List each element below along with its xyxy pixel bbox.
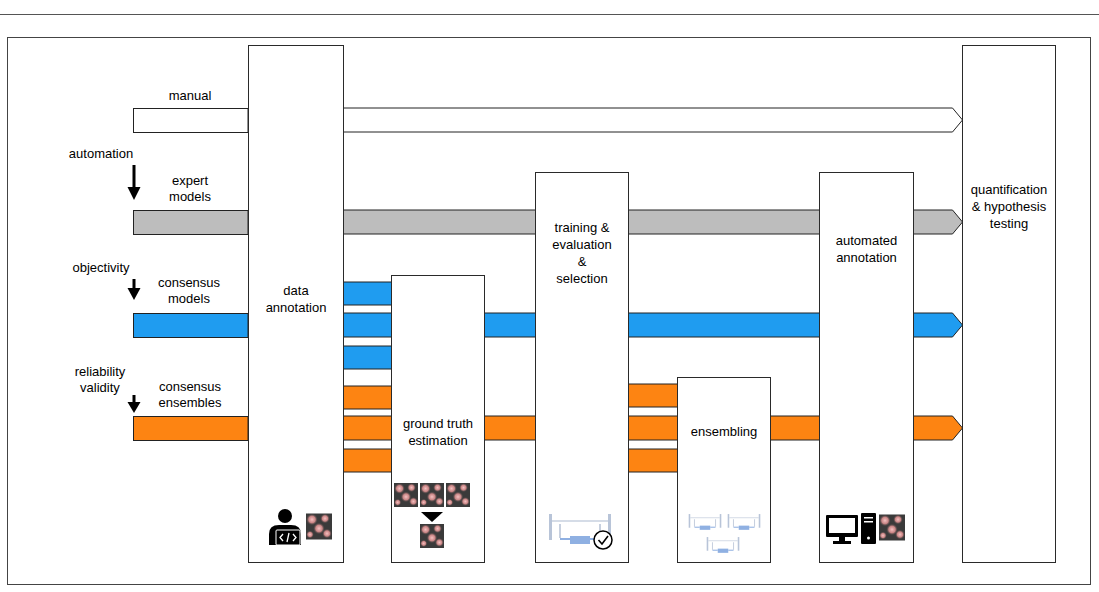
process-box: automated annotation [819, 172, 914, 563]
process-box: ground truth estimation [391, 275, 485, 563]
process-box: ensembling [677, 377, 771, 563]
down-arrows [128, 165, 141, 413]
lane-arrow [629, 313, 820, 337]
lane-label: automation [69, 146, 133, 162]
rule-line [0, 14, 1099, 15]
lane-label: expert models [169, 173, 211, 205]
lane-label: consensus ensembles [159, 379, 222, 411]
lane-arrow [629, 384, 678, 407]
lane-arrow [771, 416, 820, 440]
lane-arrow [344, 346, 392, 369]
lane-arrow [344, 386, 392, 409]
lane-arrow [344, 210, 536, 234]
computer-icon [826, 513, 876, 544]
lane-label: consensus models [158, 275, 220, 307]
lane-arrow [914, 416, 963, 440]
box-text: ensembling [691, 423, 758, 440]
box-text: data annotation [266, 282, 327, 316]
lane-arrow [485, 416, 536, 440]
lane-arrow [344, 108, 963, 132]
lane-start-bars [134, 109, 249, 441]
annotator-icon [269, 509, 301, 545]
lane-label: reliability validity [75, 364, 126, 396]
box-text: ground truth estimation [399, 415, 477, 449]
ensemble-icon [689, 514, 761, 553]
process-box: data annotation [248, 45, 344, 563]
lane-arrow [344, 282, 392, 305]
lane-arrow [629, 210, 820, 234]
process-box: quantification & hypothesis testing [962, 45, 1056, 563]
lane-arrow [914, 313, 963, 337]
lane-label: manual [169, 88, 212, 104]
box-text: training & evaluation & selection [552, 219, 611, 287]
lane-arrow [344, 416, 392, 440]
lane-arrow [344, 449, 392, 472]
figure-frame [8, 38, 1091, 585]
process-box: training & evaluation & selection [535, 172, 629, 563]
box-text: quantification & hypothesis testing [971, 181, 1048, 232]
lane-arrow [629, 416, 678, 440]
micrograph [306, 514, 332, 540]
lane-arrow [629, 449, 678, 472]
training-icon [549, 514, 612, 549]
box-text: automated annotation [836, 232, 897, 266]
lane-label: objectivity [72, 260, 129, 276]
lane-arrow [914, 210, 963, 234]
micrograph [879, 515, 905, 541]
lane-arrow [344, 313, 392, 337]
lane-arrow [485, 313, 536, 337]
ground-truth-icon [394, 483, 470, 548]
